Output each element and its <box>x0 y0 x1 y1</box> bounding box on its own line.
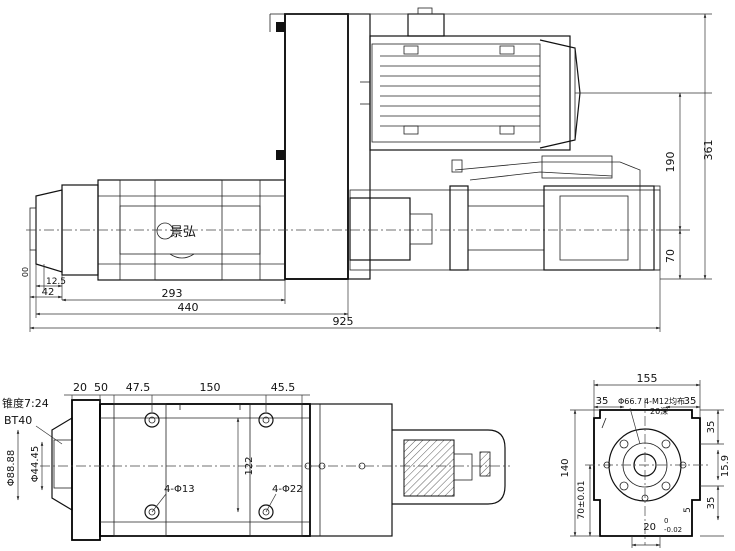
main-housing <box>284 13 349 280</box>
dim-35-r-top: 35 <box>706 421 717 434</box>
label-taper: 锥度7:24 <box>2 396 49 410</box>
dim-20: 20 <box>73 381 87 394</box>
dim-45-5: 45.5 <box>271 381 296 394</box>
dim-35-right: 35 <box>684 396 697 407</box>
label-phi66: Φ66.7 <box>618 397 642 406</box>
side-view: 20 50 47.5 150 45.5 锥度7:24 BT40 Φ88.88 Φ… <box>2 381 510 541</box>
dim-70: 70 <box>664 249 677 263</box>
label-depth: 20深 <box>650 407 668 416</box>
top-bottom-dimensions: 00 12.5 42 293 440 925 <box>21 250 661 332</box>
thread-hole-icon <box>661 439 671 449</box>
dim-12-5: 12.5 <box>46 277 66 287</box>
dim-35-r-bot: 35 <box>706 497 717 510</box>
dim-440: 440 <box>178 301 199 314</box>
label-phi88: Φ88.88 <box>6 450 17 487</box>
motor <box>360 7 581 151</box>
mount-hole-icon <box>258 412 274 428</box>
label-holes22: 4-Φ22 <box>272 484 303 495</box>
top-view: 景弘 361 <box>21 7 715 332</box>
dim-5: 5 <box>683 507 693 513</box>
dim-00: 00 <box>21 267 30 277</box>
dim-140: 140 <box>560 458 571 477</box>
dim-47-5: 47.5 <box>126 381 151 394</box>
label-holes13: 4-Φ13 <box>164 484 195 495</box>
thread-hole-icon <box>619 439 629 449</box>
dim-190: 190 <box>664 152 677 173</box>
dim-20-tol-sub: -0.02 <box>664 526 682 534</box>
dim-925: 925 <box>333 315 354 328</box>
dim-361: 361 <box>702 140 715 161</box>
housing-lug <box>276 22 285 32</box>
housing-lug <box>276 150 285 160</box>
logo-text: 景弘 <box>170 225 196 240</box>
thread-hole-icon <box>661 481 671 491</box>
mount-hole-icon <box>144 412 160 428</box>
spindle-body: 景弘 <box>26 179 660 281</box>
feed-unit <box>349 155 661 271</box>
label-phi44: Φ44.45 <box>30 446 41 483</box>
dim-20-tol-sup: 0 <box>664 517 668 525</box>
dim-15-9: 15.9 <box>720 455 731 477</box>
dim-20-tol: 20 <box>643 522 656 533</box>
dim-70-tol: 70±0.01 <box>577 480 587 519</box>
dim-122: 122 <box>244 456 255 475</box>
thread-hole-icon <box>619 481 629 491</box>
logo-icon <box>156 222 174 240</box>
end-view: 155 35 35 Φ66.7 4-M12均布 20深 140 70±0.01 … <box>560 372 731 548</box>
mount-hole-icon <box>144 504 160 520</box>
mount-hole-icon <box>258 504 274 520</box>
dim-155: 155 <box>637 372 658 385</box>
housing-flange <box>347 13 371 280</box>
dim-150: 150 <box>200 381 221 394</box>
top-right-dimensions: 361 190 70 <box>285 13 715 280</box>
dim-293: 293 <box>162 287 183 300</box>
dim-35-left: 35 <box>596 396 609 407</box>
label-bt40: BT40 <box>4 414 32 427</box>
dim-50: 50 <box>94 381 108 394</box>
label-m12: 4-M12均布 <box>644 396 685 406</box>
dim-42: 42 <box>42 287 55 298</box>
